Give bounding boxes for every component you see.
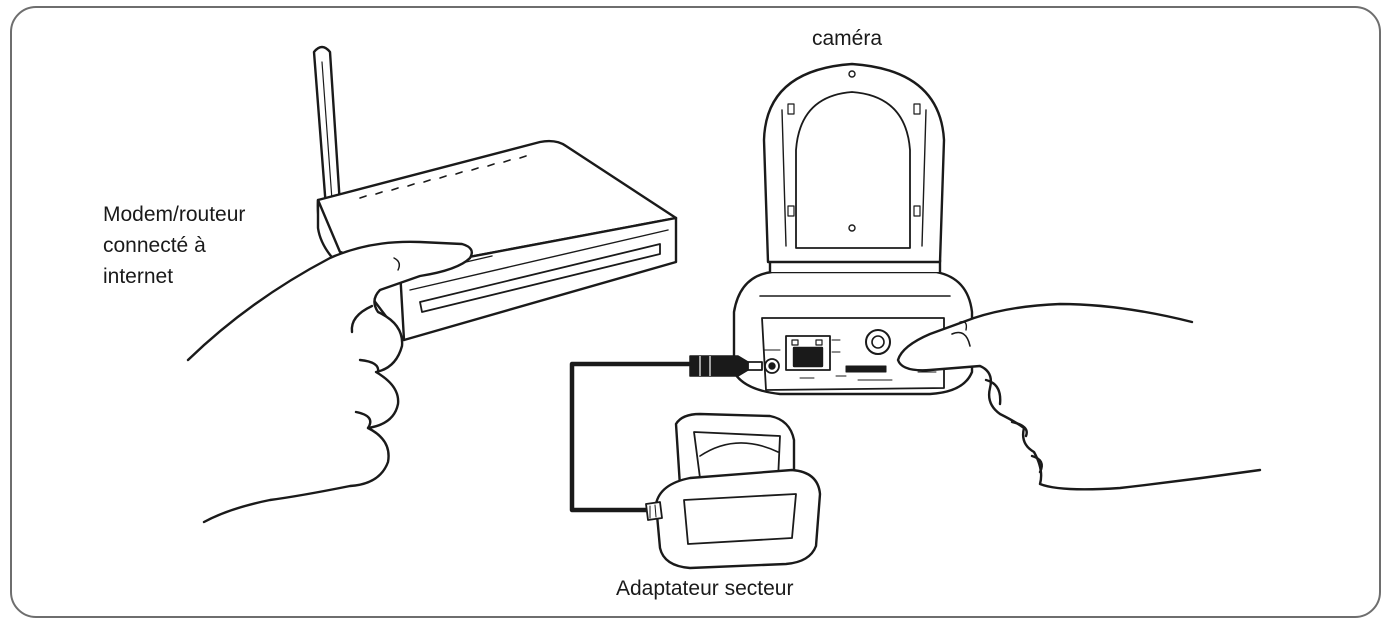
- left-hand-icon: [186, 240, 473, 524]
- right-hand-icon: [896, 302, 1262, 491]
- power-cable: [569, 355, 763, 513]
- router-label-line-1: Modem/routeur: [103, 203, 246, 226]
- router-label: Modem/routeur connecté à internet: [103, 199, 245, 292]
- router-label-line-3: internet: [103, 265, 174, 288]
- power-adapter-icon: [645, 412, 822, 570]
- camera-label: caméra: [812, 27, 883, 50]
- router-icon: [312, 45, 678, 342]
- router-front-slot: [419, 243, 661, 313]
- router-label-line-2: connecté à: [103, 234, 206, 257]
- adapter-label: Adaptateur secteur: [616, 577, 794, 600]
